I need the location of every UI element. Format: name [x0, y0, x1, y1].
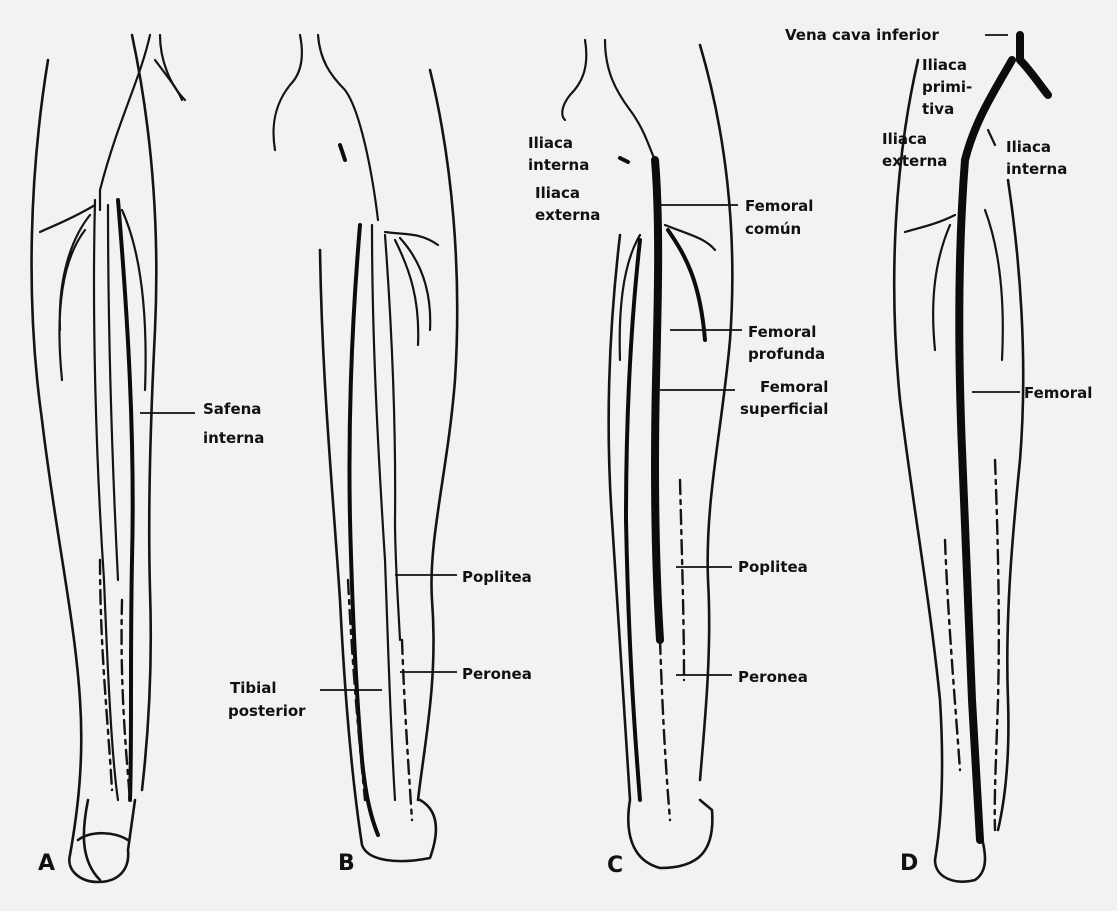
leg-a-lower-veins: [98, 558, 132, 802]
leg-a-tributary-right: [120, 208, 147, 392]
panel-letter-a: A: [38, 851, 55, 876]
label-safena-1: Safena: [203, 400, 261, 418]
leg-d-outer-left: [892, 58, 987, 883]
leg-b-outer-left: [318, 248, 438, 863]
label-d-vena-cava: Vena cava inferior: [785, 26, 939, 44]
label-b-tibial-1: Tibial: [230, 679, 277, 697]
leg-a-deep-vein-2: [106, 203, 120, 582]
label-c-femoral-superficial-2: superficial: [740, 400, 828, 418]
panel-b: [272, 33, 459, 863]
leg-d-branches: [903, 208, 1004, 362]
label-c-femoral-comun-2: común: [745, 220, 801, 238]
label-c-iliaca-externa-1: Iliaca: [535, 184, 580, 202]
label-d-femoral: Femoral: [1024, 384, 1092, 402]
panel-c: [561, 38, 734, 870]
leg-d-outer-right: [996, 178, 1025, 832]
leg-b-vein-2: [370, 223, 397, 802]
leg-b-lower: [346, 578, 414, 822]
leg-d-vena-cava: [961, 31, 1052, 164]
panel-a: [30, 33, 187, 884]
panel-letter-d: D: [900, 851, 918, 876]
leg-d-femoral: [955, 156, 984, 844]
leg-b-branches-top: [383, 230, 440, 347]
leader-lines: [140, 34, 1020, 691]
label-c-peronea: Peronea: [738, 668, 808, 686]
leg-a-deep-vein-1: [92, 198, 120, 802]
panel-letter-b: B: [338, 851, 355, 876]
label-c-iliaca-interna-1: Iliaca: [528, 134, 573, 152]
label-d-iliaca-interna-2: interna: [1006, 160, 1067, 178]
leg-c-femoral: [651, 156, 664, 644]
leg-b-iliac: [272, 33, 380, 222]
label-d-iliaca-primitiva-3: tiva: [922, 100, 954, 118]
leg-c-deep: [623, 238, 642, 802]
label-b-tibial-2: posterior: [228, 702, 306, 720]
panel-d: [892, 31, 1052, 883]
leg-b-popliteal: [383, 233, 402, 642]
label-d-iliaca-externa-2: externa: [882, 152, 947, 170]
leg-c-lower: [658, 478, 686, 822]
label-c-femoral-profunda-1: Femoral: [748, 323, 816, 341]
leg-b-main-vein: [347, 223, 380, 837]
leg-a-iliac-fork: [153, 58, 184, 102]
label-b-peronea: Peronea: [462, 665, 532, 683]
label-b-poplitea: Poplitea: [462, 568, 532, 586]
leg-c-branch-top: [618, 223, 717, 362]
leg-d-iliaca-interna: [986, 128, 997, 147]
label-safena-2: interna: [203, 429, 264, 447]
leg-c-iliaca-interna-stub: [618, 156, 630, 164]
labels: Safena interna Poplitea Peronea Tibial p…: [203, 26, 1092, 720]
leg-c-iliac-left: [561, 38, 657, 162]
leg-b-outer-right: [416, 68, 459, 802]
leg-a-outer-left: [30, 58, 137, 884]
leg-a-foot: [76, 798, 130, 882]
label-c-femoral-superficial-1: Femoral: [760, 378, 828, 396]
label-c-iliaca-externa-2: externa: [535, 206, 600, 224]
label-d-iliaca-externa-1: Iliaca: [882, 130, 927, 148]
label-d-iliaca-primitiva-2: primi-: [922, 78, 972, 96]
leg-a-tributary-left: [38, 203, 97, 382]
label-d-iliaca-primitiva-1: Iliaca: [922, 56, 967, 74]
leg-a-outer-right: [130, 33, 158, 792]
label-c-iliaca-interna-2: interna: [528, 156, 589, 174]
leg-c-outer-left: [607, 233, 714, 870]
leg-a-great-saphenous: [116, 198, 135, 802]
label-c-poplitea: Poplitea: [738, 558, 808, 576]
panel-letters: A B C D: [38, 851, 918, 878]
label-c-femoral-comun-1: Femoral: [745, 197, 813, 215]
label-c-femoral-profunda-2: profunda: [748, 345, 825, 363]
leg-c-profunda: [666, 228, 707, 342]
leg-b-iliac-branch: [338, 143, 347, 162]
label-d-iliaca-interna-1: Iliaca: [1006, 138, 1051, 156]
panel-letter-c: C: [607, 853, 623, 878]
leg-d-lower: [943, 458, 1000, 832]
